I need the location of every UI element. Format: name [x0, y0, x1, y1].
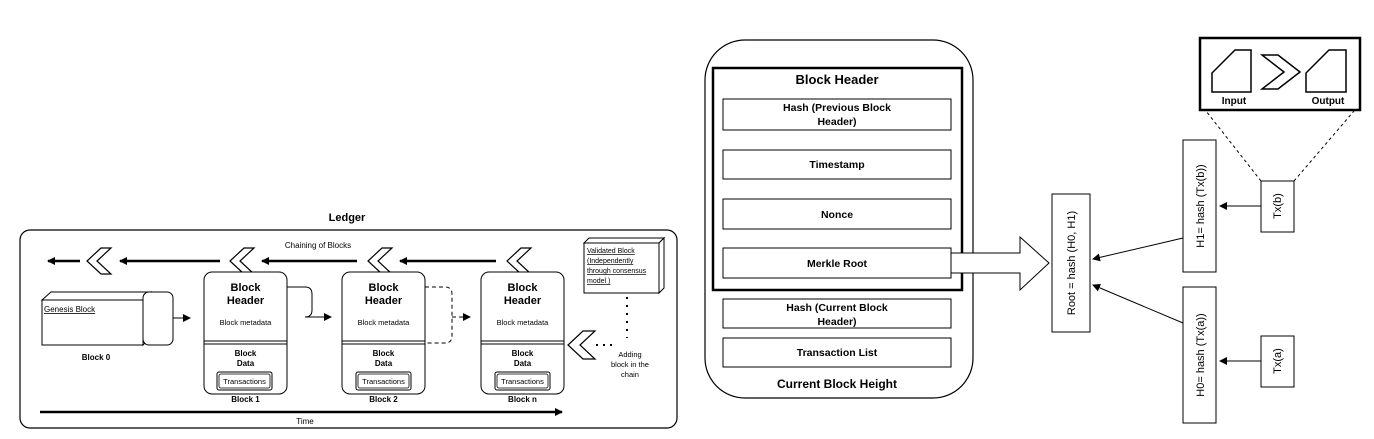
chevron-icon — [506, 247, 533, 275]
h1-label: H1= hash (Tx(b)) — [1195, 164, 1207, 247]
block-header-label: Header — [365, 295, 403, 307]
field-hash-previous — [722, 98, 952, 131]
chevron-icon — [86, 247, 113, 275]
chevron-icon — [567, 330, 597, 360]
transactions-label: Transactions — [501, 377, 544, 386]
validated-block-label: model ) — [587, 278, 610, 285]
chaining-arrows: Chaining of Blocks — [47, 241, 533, 275]
field-hash-previous-label: Header) — [817, 116, 856, 128]
field-timestamp — [722, 149, 952, 180]
block-header-frame — [711, 66, 964, 292]
block-header-label: Header — [504, 295, 542, 307]
block-metadata-label: Block metadata — [497, 318, 550, 327]
field-timestamp-label: Timestamp — [809, 159, 864, 171]
chaining-label: Chaining of Blocks — [285, 241, 351, 250]
root-node — [1051, 193, 1091, 333]
chevron-icon — [229, 247, 256, 275]
field-hash-previous-label: Hash (Previous Block — [783, 102, 891, 114]
block-header-label: Header — [227, 295, 265, 307]
adding-label: chain — [621, 370, 639, 379]
ledger-panel: Ledger Chaining of Blocks Genesis Block … — [19, 212, 678, 429]
field-transaction-list-label: Transaction List — [797, 347, 878, 359]
txb-node — [1260, 180, 1295, 233]
block-name: Block n — [508, 395, 537, 404]
block-metadata-label: Block metadata — [358, 318, 411, 327]
txb-label: Tx(b) — [1272, 193, 1284, 219]
ledger-block: Block Header Block metadata Block Data T… — [480, 271, 565, 404]
block-structure-panel: Block Header Hash (Previous Block Header… — [704, 39, 974, 399]
edge-h0-root — [1092, 284, 1184, 324]
root-label: Root = hash (H0, H1) — [1066, 211, 1078, 315]
block-header-label: Block — [508, 282, 539, 294]
field-nonce-label: Nonce — [821, 209, 853, 221]
transactions-label: Transactions — [362, 377, 405, 386]
adding-label: Adding — [618, 350, 641, 359]
block-header-label: Block — [369, 282, 400, 294]
txa-label: Tx(a) — [1272, 348, 1284, 374]
block-data-label: Data — [237, 359, 255, 368]
field-nonce — [722, 198, 952, 230]
ledger-block: Block Header Block metadata Block Data T… — [341, 271, 426, 404]
merkle-root-arrow — [950, 235, 1050, 292]
block-data-label: Block — [512, 349, 534, 358]
field-hash-current-label: Hash (Current Block — [786, 302, 888, 314]
block-data-label: Data — [375, 359, 393, 368]
txa-node — [1260, 335, 1295, 388]
ledger-block: Block Header Block metadata Block Data T… — [203, 271, 288, 404]
transactions-label: Transactions — [223, 377, 266, 386]
field-hash-current-label: Header) — [817, 316, 856, 328]
h0-node — [1182, 286, 1217, 424]
zoom-line — [1293, 110, 1355, 182]
merkle-tree-panel: Root = hash (H0, H1) H1= hash (Tx(b)) H0… — [1051, 36, 1362, 424]
validated-block-label: Validated Block — [587, 248, 635, 255]
zoom-line — [1205, 110, 1262, 182]
validated-block-label: (Independently — [587, 258, 634, 265]
block-data-label: Data — [514, 359, 532, 368]
chevron-right-icon — [1259, 54, 1302, 90]
block-name: Block 2 — [369, 395, 398, 404]
adding-label: block in the — [611, 360, 649, 369]
edge-h1-root — [1092, 237, 1184, 262]
output-shape-icon — [1305, 49, 1347, 93]
block-connectors — [173, 286, 471, 344]
h0-label: H0= hash (Tx(a)) — [1195, 313, 1207, 396]
field-transaction-list — [722, 337, 952, 368]
ledger-title: Ledger — [329, 212, 366, 224]
block-header-title: Block Header — [795, 72, 878, 87]
block-metadata-label: Block metadata — [220, 318, 273, 327]
field-hash-current — [722, 298, 952, 329]
current-block-height-label: Current Block Height — [777, 377, 897, 391]
ledger-frame — [19, 229, 678, 429]
block-name: Block 0 — [82, 353, 111, 362]
block-data-label: Block — [235, 349, 257, 358]
validated-block-label: through consensus — [587, 268, 647, 275]
h1-node — [1182, 139, 1217, 273]
output-label: Output — [1312, 96, 1345, 107]
input-shape-icon — [1211, 49, 1252, 93]
time-label: Time — [296, 417, 314, 426]
block-header-label: Block — [231, 282, 262, 294]
genesis-label: Genesis Block — [44, 305, 96, 314]
field-merkle-root-label: Merkle Root — [807, 258, 868, 270]
validated-block: Validated Block (Independently through c… — [582, 236, 666, 295]
genesis-block: Genesis Block Block 0 — [40, 290, 174, 362]
block-name: Block 1 — [231, 395, 260, 404]
input-label: Input — [1222, 96, 1247, 107]
chevron-icon — [367, 247, 394, 275]
block-data-label: Block — [373, 349, 395, 358]
field-merkle-root — [722, 247, 952, 279]
